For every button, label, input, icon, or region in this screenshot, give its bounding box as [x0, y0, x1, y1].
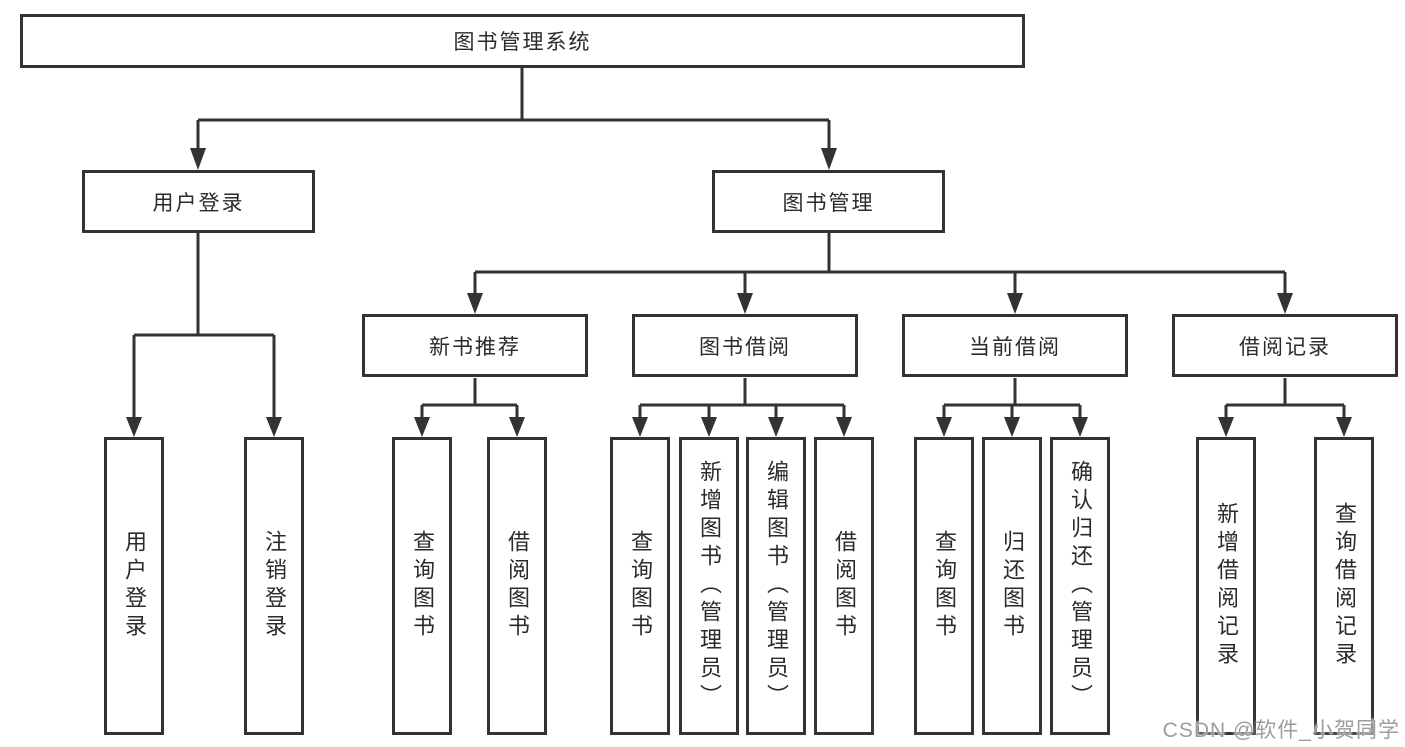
node-root-label: 图书管理系统: [453, 31, 592, 54]
leaf-cb-return-book: 归还图书: [982, 437, 1042, 735]
watermark: CSDN @软件_小贺同学: [1162, 719, 1400, 742]
node-root: 图书管理系统: [20, 14, 1025, 68]
leaf-bb-edit-book-label: 编辑图书（管理员）: [764, 460, 789, 712]
leaf-rec-query-book-label: 查询图书: [410, 530, 435, 642]
node-current-borrow-label: 当前借阅: [969, 335, 1061, 359]
leaf-bb-borrow-book: 借阅图书: [814, 437, 874, 735]
leaf-br-query-record: 查询借阅记录: [1314, 437, 1374, 735]
leaf-cb-query-book: 查询图书: [914, 437, 974, 735]
node-current-borrow: 当前借阅: [902, 314, 1128, 377]
leaf-br-query-record-label: 查询借阅记录: [1332, 502, 1357, 670]
leaf-logout-label: 注销登录: [262, 530, 287, 642]
leaf-user-login: 用户登录: [104, 437, 164, 735]
leaf-bb-edit-book: 编辑图书（管理员）: [746, 437, 806, 735]
leaf-cb-confirm-return: 确认归还（管理员）: [1050, 437, 1110, 735]
node-borrow-records-label: 借阅记录: [1239, 335, 1331, 359]
node-book-management: 图书管理: [712, 170, 945, 233]
leaf-bb-query-book-label: 查询图书: [628, 530, 653, 642]
node-borrow-records: 借阅记录: [1172, 314, 1398, 377]
node-new-book-recommend: 新书推荐: [362, 314, 588, 377]
leaf-rec-borrow-book-label: 借阅图书: [505, 530, 530, 642]
leaf-br-add-record: 新增借阅记录: [1196, 437, 1256, 735]
leaf-cb-return-book-label: 归还图书: [1000, 530, 1025, 642]
leaf-bb-add-book-label: 新增图书（管理员）: [697, 460, 722, 712]
node-book-borrow: 图书借阅: [632, 314, 858, 377]
leaf-user-login-label: 用户登录: [122, 530, 147, 642]
leaf-rec-query-book: 查询图书: [392, 437, 452, 735]
leaf-bb-add-book: 新增图书（管理员）: [679, 437, 739, 735]
leaf-rec-borrow-book: 借阅图书: [487, 437, 547, 735]
node-book-borrow-label: 图书借阅: [699, 335, 791, 359]
leaf-br-add-record-label: 新增借阅记录: [1214, 502, 1239, 670]
node-user-login: 用户登录: [82, 170, 315, 233]
leaf-bb-query-book: 查询图书: [610, 437, 670, 735]
node-user-login-label: 用户登录: [152, 191, 245, 215]
leaf-cb-query-book-label: 查询图书: [932, 530, 957, 642]
leaf-logout: 注销登录: [244, 437, 304, 735]
node-new-book-recommend-label: 新书推荐: [429, 335, 521, 359]
node-book-management-label: 图书管理: [782, 191, 875, 215]
leaf-bb-borrow-book-label: 借阅图书: [832, 530, 857, 642]
leaf-cb-confirm-return-label: 确认归还（管理员）: [1068, 460, 1093, 712]
